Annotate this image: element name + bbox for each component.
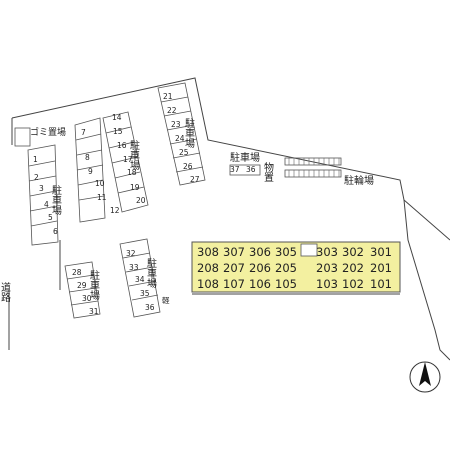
room-number: 205	[275, 261, 297, 275]
parking-number: 16	[117, 141, 127, 150]
parking-number: 14	[112, 113, 122, 122]
parking-left-column: 1 2 3 4 5 6 駐車場	[27, 144, 62, 246]
room-number: 103	[316, 277, 338, 291]
room-number: 208	[197, 261, 219, 275]
storage-label: 物置	[262, 161, 274, 182]
parking-center-left: 7 8 9 10 11 12	[74, 117, 120, 223]
room-labels: 308 307 306 305 303 302 301 208 207 206 205 203 202 2…	[197, 245, 392, 291]
room-number: 101	[370, 277, 392, 291]
room-number: 108	[197, 277, 219, 291]
room-number: 102	[342, 277, 364, 291]
parking-label: 駐車場	[230, 151, 260, 164]
parking-number: 17	[123, 155, 133, 164]
parking-number: 24	[175, 134, 185, 143]
parking-near-storage: 37 36 駐車場	[229, 151, 261, 176]
bike-parking: 駐輪場	[284, 157, 374, 187]
parking-number: 31	[89, 307, 99, 316]
parking-number: 29	[77, 281, 87, 290]
north-arrow-icon	[409, 361, 441, 393]
room-number: 302	[342, 245, 364, 259]
parking-number: 18	[127, 168, 137, 177]
building-body	[191, 241, 401, 293]
room-number: 106	[249, 277, 271, 291]
garbage-label-1: ゴミ置場	[30, 126, 66, 138]
room-number: 303	[316, 245, 338, 259]
room-number: 105	[275, 277, 297, 291]
parking-number: 28	[72, 268, 82, 277]
parking-label: 駐車場	[128, 139, 140, 171]
parking-number: 25	[179, 148, 189, 157]
parking-number: 19	[130, 183, 140, 192]
parking-number: 26	[183, 162, 193, 171]
kei-label: 軽	[162, 296, 170, 305]
room-number: 201	[370, 261, 392, 275]
parking-label: 駐車場	[183, 117, 195, 149]
parking-number: 23	[171, 120, 181, 129]
parking-number: 21	[163, 92, 173, 101]
parking-number: 4	[44, 200, 49, 209]
parking-number: 33	[129, 263, 139, 272]
parking-number: 12	[110, 206, 120, 215]
garbage-area: ゴミ置場	[14, 126, 66, 147]
parking-label: 駐車場	[50, 184, 62, 216]
parking-number: 10	[95, 179, 105, 188]
parking-number: 37	[230, 165, 240, 174]
room-number: 107	[223, 277, 245, 291]
parking-number: 27	[190, 175, 200, 184]
parking-number: 6	[53, 227, 58, 236]
room-number: 202	[342, 261, 364, 275]
stairwell	[300, 243, 318, 257]
room-number: 308	[197, 245, 219, 259]
room-number: 307	[223, 245, 245, 259]
parking-number: 35	[140, 289, 150, 298]
parking-number: 34	[135, 275, 145, 284]
parking-number: 20	[136, 196, 146, 205]
parking-number: 30	[82, 294, 92, 303]
parking-top-right: 21 22 23 24 25 26 27 駐車場	[157, 82, 206, 186]
parking-lower-left: 28 29 30 31 駐車場	[64, 261, 101, 319]
parking-number: 15	[113, 127, 123, 136]
parking-lower-center: 32 33 34 35 36 駐車場 軽	[119, 238, 170, 318]
parking-number: 36	[246, 165, 256, 174]
room-number: 207	[223, 261, 245, 275]
road-label: 道路	[0, 281, 11, 303]
parking-label: 駐車場	[145, 257, 157, 289]
parking-number: 32	[126, 249, 136, 258]
bike-stripes	[288, 158, 340, 177]
parking-number: 22	[167, 106, 177, 115]
parking-label: 駐車場	[88, 269, 100, 301]
parking-number: 7	[81, 128, 86, 137]
parking-number: 5	[48, 213, 53, 222]
parking-number: 36	[145, 303, 155, 312]
room-number: 305	[275, 245, 297, 259]
room-number: 203	[316, 261, 338, 275]
room-number: 206	[249, 261, 271, 275]
parking-number: 2	[34, 173, 39, 182]
parking-number: 9	[88, 167, 93, 176]
parking-number: 11	[97, 193, 107, 202]
room-number: 301	[370, 245, 392, 259]
apartment-building: 308 307 306 305 303 302 301 208 207 206 205 203 202 2…	[191, 241, 401, 295]
parking-number: 8	[85, 153, 90, 162]
parking-center-right: 14 15 16 17 18 19 20 駐車場	[102, 111, 149, 213]
bike-parking-label: 駐輪場	[344, 174, 374, 187]
parking-number: 1	[33, 155, 38, 164]
room-number: 306	[249, 245, 271, 259]
parking-number: 3	[39, 184, 44, 193]
storage-area: 物置	[262, 161, 274, 182]
